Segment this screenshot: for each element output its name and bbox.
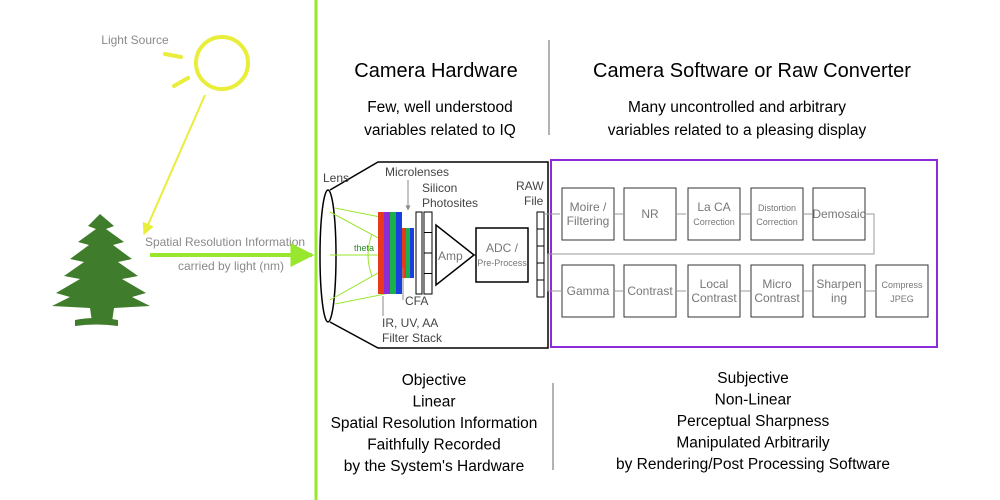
cfa-stripe [378, 212, 384, 294]
pipeline-row-1: Moire /Filtering NR La CA Correction Distort… [561, 187, 866, 241]
sun-icon [163, 35, 250, 91]
cfa-stripe [402, 228, 406, 278]
summary-line: Spatial Resolution Information [331, 415, 538, 432]
photosite-cell [423, 252, 433, 274]
cfa-label: CFA [405, 294, 428, 308]
software-sub-2: variables related to a pleasing display [608, 122, 867, 139]
silicon-label-1: Silicon [422, 181, 457, 195]
theta-label: theta [354, 243, 374, 253]
light-source-label: Light Source [101, 33, 169, 47]
summary-line: by the System's Hardware [344, 458, 524, 475]
pipeline-step-box [687, 187, 741, 241]
photosite-cell [423, 273, 433, 295]
pipeline-step-label: Demosaic [812, 207, 865, 221]
summary-line: Linear [412, 394, 455, 411]
hardware-title: Camera Hardware [354, 60, 517, 82]
microlens-stack [415, 211, 423, 295]
summary-line: by Rendering/Post Processing Software [616, 456, 890, 473]
software-title: Camera Software or Raw Converter [593, 60, 911, 82]
pipeline-step-label: La CA [697, 200, 730, 214]
pipeline-step-box [750, 264, 804, 318]
summary-line: Manipulated Arbitrarily [676, 435, 830, 452]
pipeline-step-label: Contrast [691, 291, 737, 305]
raw-label-2: File [524, 194, 544, 208]
summary-line: Faithfully Recorded [367, 437, 501, 454]
summary-line: Subjective [717, 370, 789, 387]
amp-symbol [435, 223, 476, 287]
filter-stack-label-1: IR, UV, AA [382, 316, 438, 330]
cfa-stripe [406, 228, 410, 278]
pipeline-step-box [687, 264, 741, 318]
amp-label: Amp [438, 249, 463, 263]
pipeline-step-label: Moire / [570, 200, 607, 214]
cfa-stripe [396, 212, 402, 294]
pipeline-step-box [750, 187, 804, 241]
pipeline-step-label: Gamma [567, 284, 610, 298]
raw-file-cell [536, 262, 545, 281]
cfa-stripe [410, 228, 414, 278]
silicon-label-2: Photosites [422, 196, 478, 210]
tree-icon [52, 214, 150, 326]
pipeline-step-label: NR [641, 207, 659, 221]
pipeline-step-box [812, 264, 866, 318]
raw-file-cell [536, 245, 545, 264]
raw-file-cell [536, 228, 545, 247]
pipeline-step-label: Compress [881, 280, 923, 290]
raw-label-1: RAW [516, 179, 544, 193]
pipeline-step-label: Correction [693, 217, 735, 227]
raw-file-stack [536, 211, 545, 298]
pipeline-step-label: Distortion [758, 203, 796, 213]
pipeline-step-label: Filtering [567, 214, 610, 228]
summary-line: Perceptual Sharpness [677, 413, 830, 430]
adc-label-2: Pre-Process [477, 258, 527, 268]
filter-stack-label-2: Filter Stack [382, 331, 443, 345]
summary-line: Non-Linear [715, 392, 792, 409]
cfa-filter-stack [378, 212, 414, 294]
lens-icon [319, 189, 337, 323]
pipeline-step-label: Correction [756, 217, 798, 227]
silicon-photosites [423, 211, 433, 295]
pipeline-step-label: Local [700, 277, 729, 291]
raw-file-cell [536, 211, 545, 230]
adc-label-1: ADC / [486, 241, 519, 255]
hardware-sub-2: variables related to IQ [364, 122, 516, 139]
cfa-stripe [384, 212, 390, 294]
microlenses-label: Microlenses [385, 165, 449, 179]
adc-box [475, 227, 529, 283]
pipeline-step-label: Sharpen [816, 277, 861, 291]
spatial-info-label-2: carried by light (nm) [178, 259, 284, 273]
pipeline-step-box [561, 187, 615, 241]
pipeline-step-label: Micro [762, 277, 792, 291]
photosite-cell [423, 232, 433, 254]
summary-line: Objective [402, 372, 467, 389]
pipeline-step-box [875, 264, 929, 318]
photosite-cell [423, 211, 433, 233]
light-ray [142, 94, 206, 236]
hardware-sub-1: Few, well understood [367, 99, 513, 116]
spatial-info-label-1: Spatial Resolution Information [145, 235, 305, 249]
raw-file-cell [536, 279, 545, 298]
pipeline-connectors [544, 213, 876, 292]
pipeline-step-label: JPEG [890, 294, 914, 304]
pipeline-step-label: Contrast [754, 291, 800, 305]
pipeline-step-label: Contrast [627, 284, 673, 298]
lens-label: Lens [323, 171, 349, 185]
software-sub-1: Many uncontrolled and arbitrary [628, 99, 846, 116]
pipeline-step-label: ing [831, 291, 847, 305]
cfa-stripe [390, 212, 396, 294]
